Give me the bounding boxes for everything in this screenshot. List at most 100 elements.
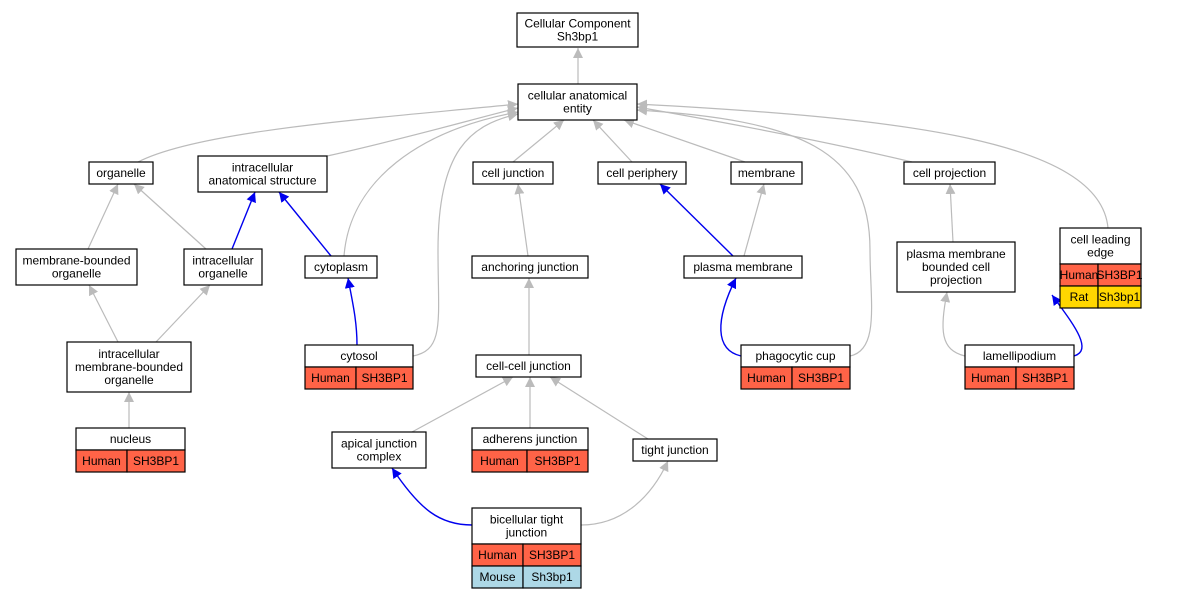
edge-is-a-anchoring-junction-to-cell-junction — [514, 183, 529, 257]
node-box — [66, 341, 192, 393]
node-label: adherens junction — [483, 432, 578, 446]
node-label: nucleus — [110, 432, 151, 446]
edge-part-of-lamellipodium-to-cell-leading-edge — [1051, 294, 1083, 357]
species-row-human: Human SH3BP1 — [304, 366, 414, 390]
gene-cell — [522, 565, 582, 589]
node-label: cell leading — [1070, 233, 1130, 247]
species-label: Human — [311, 371, 350, 385]
node-label: cell-cell junction — [486, 359, 571, 373]
edge-is-a-apical-junction-complex-to-cell-cell-junction — [411, 376, 514, 433]
node-tight-junction[interactable]: tight junction — [632, 438, 718, 462]
node-label: cell projection — [913, 166, 986, 180]
edge-is-a-intracellular-mbo-to-membrane-bounded-organelle — [88, 284, 119, 343]
node-label: anchoring junction — [481, 260, 578, 274]
gene-cell — [126, 449, 186, 473]
edge-part-of-cytoplasm-to-intracellular-structure — [278, 191, 332, 257]
node-label: cytosol — [340, 349, 377, 363]
edge-is-a-bicellular-tight-junction-to-tight-junction — [580, 460, 669, 526]
node-label: membrane-bounded — [22, 254, 130, 268]
gene-cell — [355, 366, 414, 390]
gene-cell — [791, 366, 851, 390]
node-box — [903, 161, 996, 185]
node-label: cell periphery — [606, 166, 677, 180]
gene-label: SH3BP1 — [529, 548, 575, 562]
species-label: Mouse — [479, 570, 515, 584]
edge-is-a-intracellular-organelle-to-organelle — [133, 183, 207, 250]
node-organelle[interactable]: organelle — [88, 161, 154, 185]
node-cell-projection[interactable]: cell projection — [903, 161, 996, 185]
node-label: cytoplasm — [314, 260, 368, 274]
node-cytoplasm[interactable]: cytoplasm — [304, 255, 378, 279]
node-plasma-membrane[interactable]: plasma membrane — [683, 255, 803, 279]
node-label: phagocytic cup — [755, 349, 835, 363]
node-label: membrane-bounded — [75, 360, 183, 374]
node-label: lamellipodium — [983, 349, 1056, 363]
species-label: Human — [82, 454, 121, 468]
node-label: intracellular — [98, 347, 159, 361]
node-label: organelle — [104, 373, 154, 387]
edge-part-of-cytosol-to-cytoplasm — [344, 277, 358, 346]
node-label: organelle — [52, 267, 102, 281]
node-cell-junction[interactable]: cell junction — [472, 161, 554, 185]
species-label: Human — [971, 371, 1010, 385]
node-box — [632, 438, 718, 462]
node-box — [472, 161, 554, 185]
node-anchoring-junction[interactable]: anchoring junction — [471, 255, 589, 279]
node-label: Sh3bp1 — [557, 30, 599, 44]
edge-is-a-cell-leading-edge-to-entity — [636, 99, 1109, 229]
node-membrane[interactable]: membrane — [730, 161, 803, 185]
node-label: Cellular Component — [524, 17, 631, 31]
node-box — [683, 255, 803, 279]
node-box — [597, 161, 687, 185]
gene-label: SH3BP1 — [361, 371, 407, 385]
edge-is-a-cell-junction-to-entity — [512, 119, 565, 163]
gene-cell — [1097, 285, 1142, 309]
node-label: projection — [930, 273, 982, 287]
gene-cell — [1015, 366, 1075, 390]
node-label: plasma membrane — [693, 260, 793, 274]
species-label: Rat — [1070, 290, 1089, 304]
gene-label: SH3BP1 — [1022, 371, 1068, 385]
node-label: tight junction — [641, 443, 708, 457]
node-box — [471, 507, 582, 545]
edge-part-of-phagocytic-cup-to-plasma-membrane — [720, 277, 742, 357]
node-box — [730, 161, 803, 185]
edge-is-a-phagocytic-cup-to-entity — [636, 105, 873, 357]
gene-cell — [526, 449, 589, 473]
node-cell-cell-junction[interactable]: cell-cell junction — [475, 354, 582, 378]
edge-is-a-lamellipodium-to-pm-bounded-projection — [940, 291, 966, 357]
edge-is-a-cytosol-to-entity — [412, 111, 519, 357]
node-label: membrane — [738, 166, 796, 180]
node-label: anatomical structure — [208, 174, 316, 188]
node-box — [304, 255, 378, 279]
node-label: edge — [1087, 246, 1114, 260]
edge-is-a-cell-projection-to-entity — [636, 103, 913, 163]
gene-label: SH3BP1 — [1096, 268, 1142, 282]
node-cell-periphery[interactable]: cell periphery — [597, 161, 687, 185]
node-box — [183, 248, 263, 286]
node-box — [15, 248, 138, 286]
node-label: apical junction — [341, 437, 417, 451]
species-row-human: Human SH3BP1 — [964, 366, 1075, 390]
gene-label: SH3BP1 — [133, 454, 179, 468]
edge-is-a-membrane-bounded-organelle-to-organelle — [87, 183, 119, 250]
